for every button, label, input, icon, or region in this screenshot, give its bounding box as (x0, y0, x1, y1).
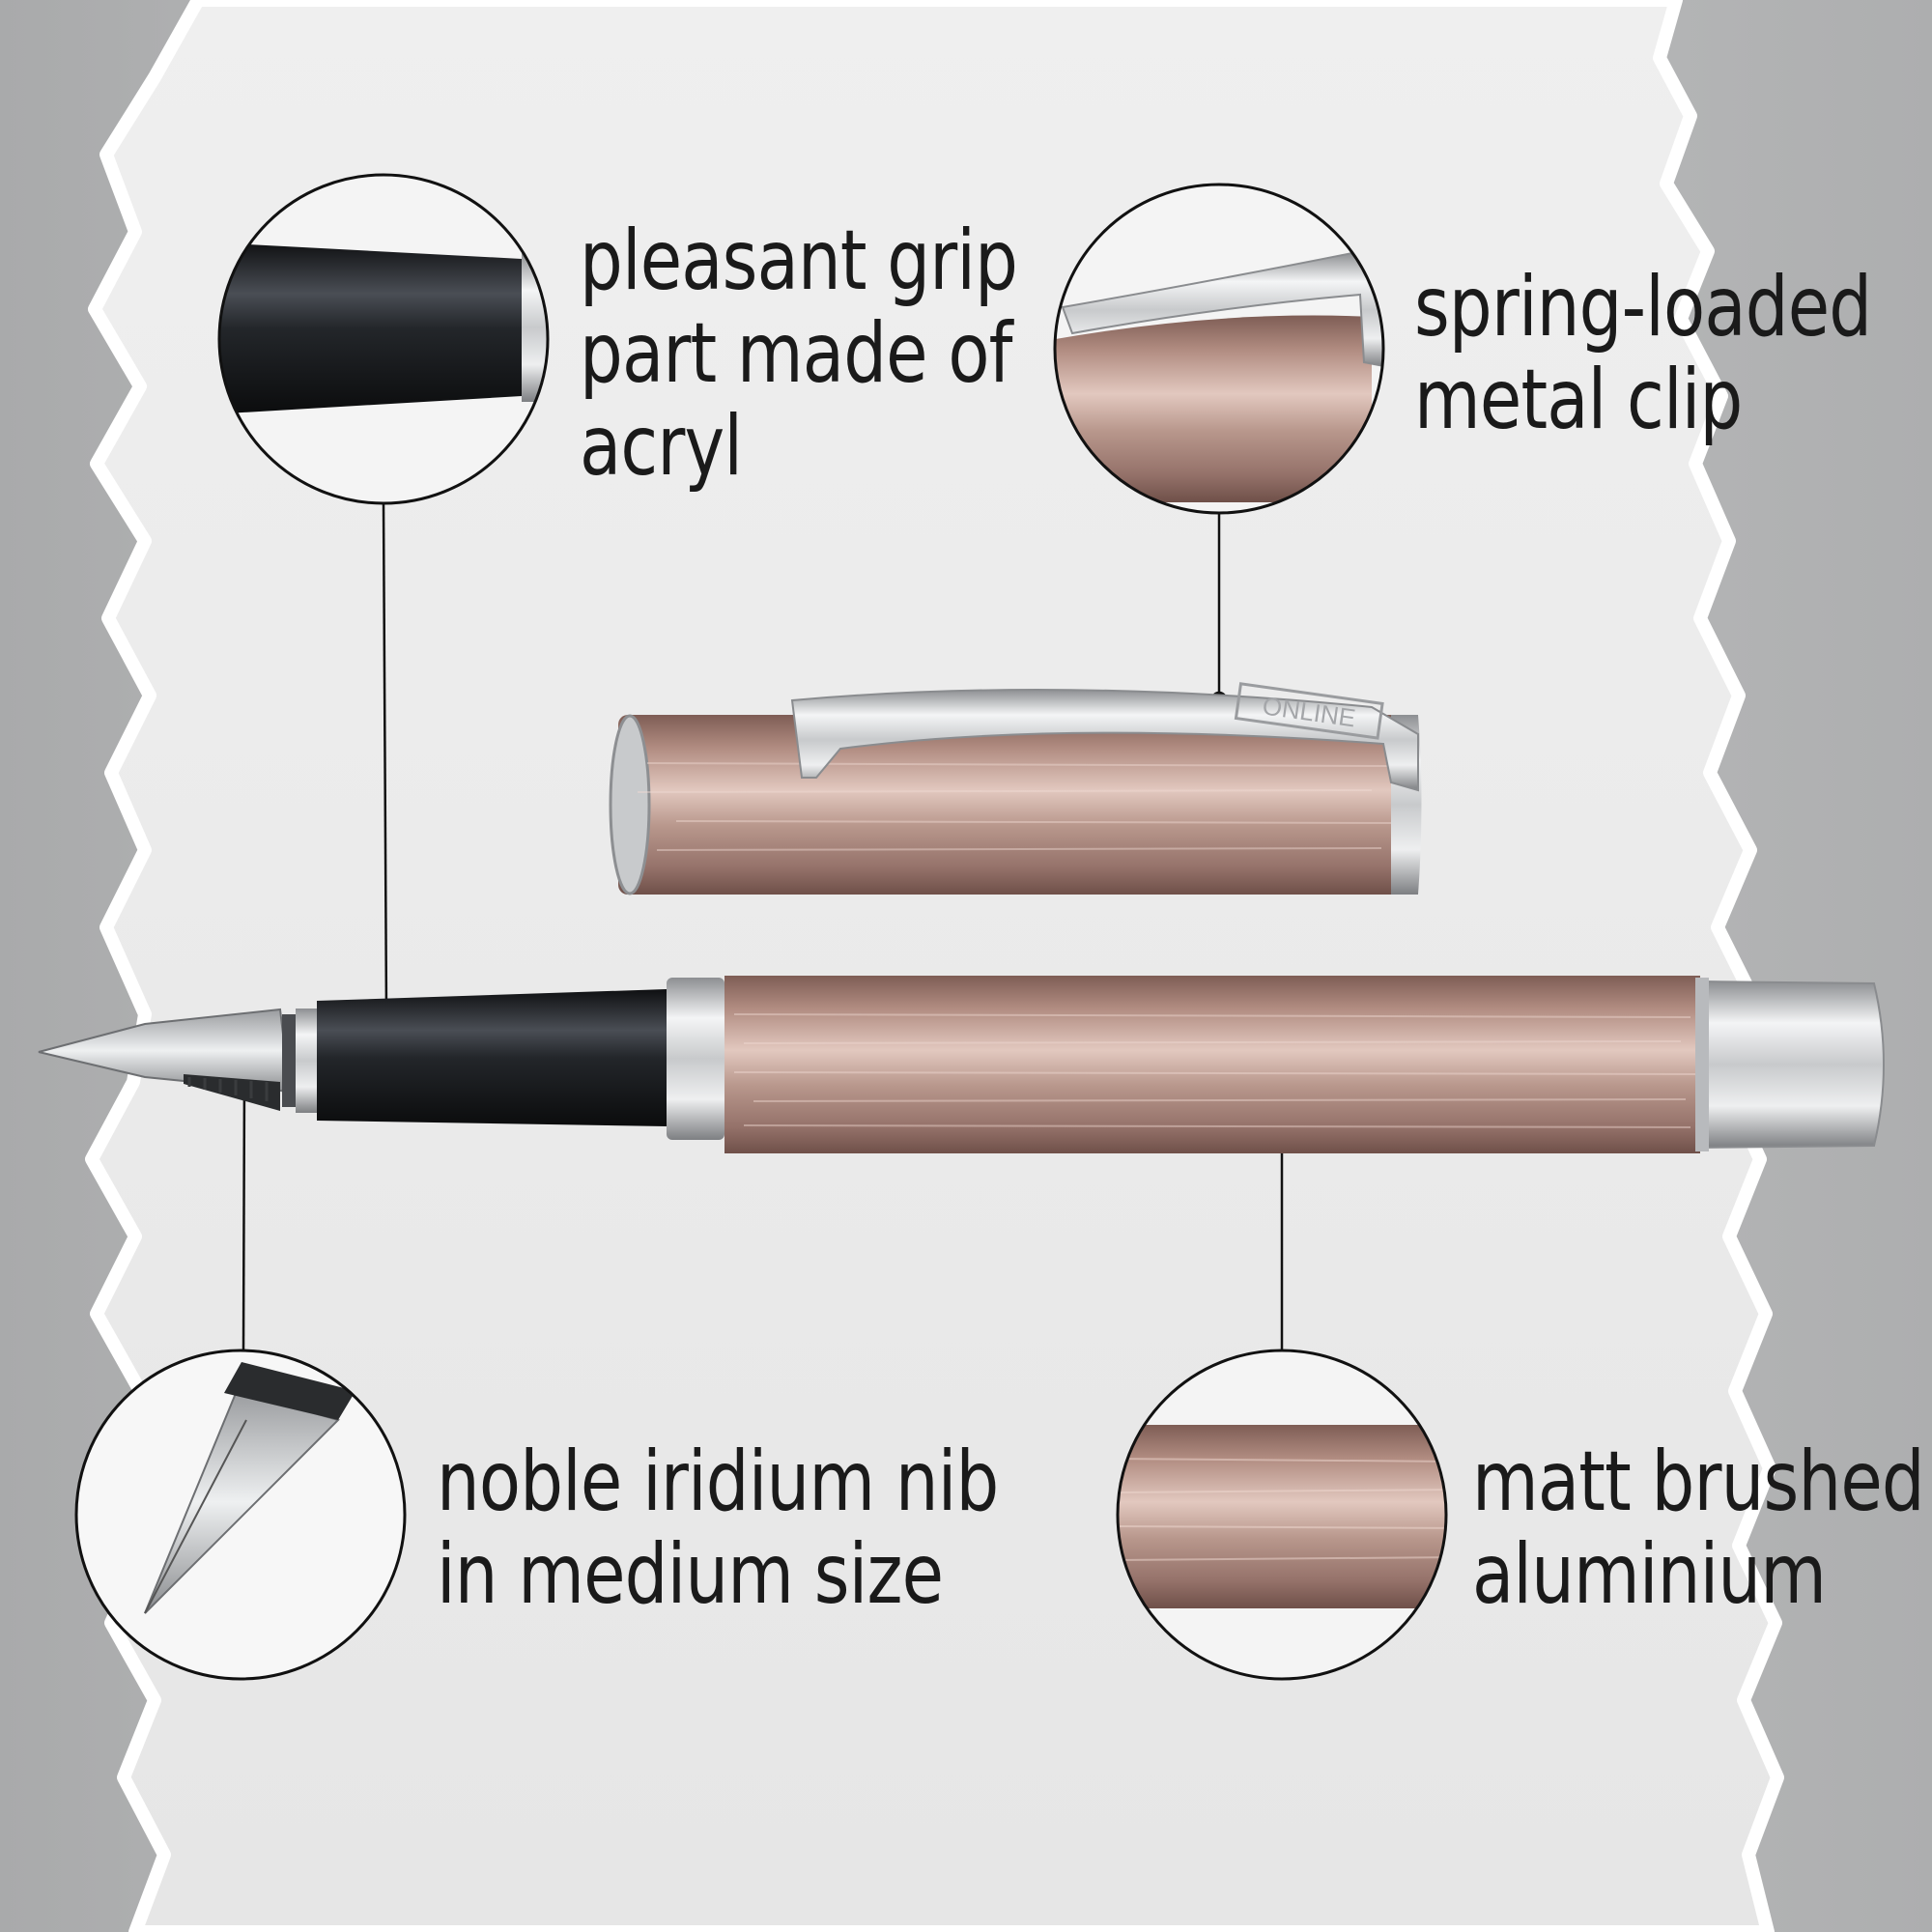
callout-clip-line-1: spring-loaded (1414, 259, 1872, 355)
callout-nib: noble iridium nib in medium size (437, 1434, 999, 1623)
metal-clip (790, 689, 1419, 792)
callout-nib-line-2: in medium size (437, 1526, 944, 1623)
callout-clip-line-2: metal clip (1414, 352, 1743, 448)
callout-barrel-line-2: aluminium (1472, 1526, 1827, 1623)
callout-grip-line-3: acryl (580, 398, 743, 495)
callout-grip-line-2: part made of (580, 305, 1012, 402)
callout-barrel-line-1: matt brushed (1472, 1434, 1925, 1530)
pen-cap: ONLINE (609, 682, 1422, 895)
callout-grip-line-1: pleasant grip (580, 213, 1018, 309)
callout-barrel: matt brushed aluminium (1472, 1434, 1925, 1623)
clip-detail-circle (1053, 183, 1385, 515)
pen-body (38, 976, 1885, 1153)
callout-nib-line-1: noble iridium nib (437, 1434, 999, 1530)
callout-clip: spring-loaded metal clip (1414, 259, 1872, 448)
callout-grip: pleasant grip part made of acryl (580, 213, 1018, 495)
nib-detail-circle (74, 1349, 407, 1681)
barrel-detail-circle (1116, 1349, 1448, 1681)
grip-detail-circle (217, 173, 550, 505)
